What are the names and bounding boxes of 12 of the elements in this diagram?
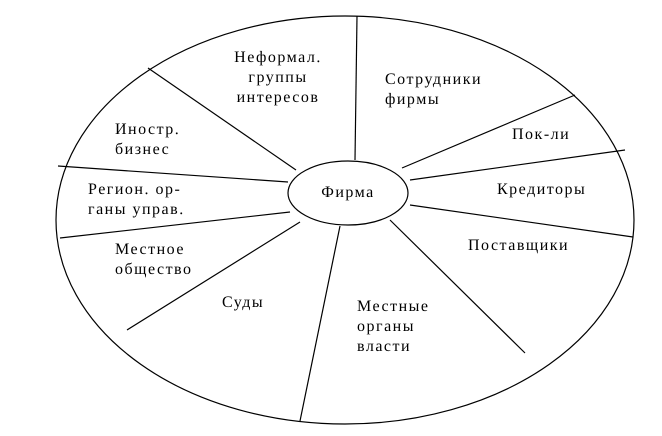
sector-label: Кредиторы	[497, 180, 617, 200]
sector-label: Поставщики	[468, 236, 608, 256]
sector-label: Неформал. группы интересов	[218, 48, 338, 108]
sector-label: Пок-ли	[512, 125, 592, 145]
sector-label: Суды	[222, 293, 282, 313]
sector-label: Регион. ор- ганы управ.	[88, 180, 206, 220]
sector-label: Сотрудники фирмы	[385, 70, 495, 110]
sector-label: Иностр. бизнес	[115, 120, 215, 160]
sector-label: Местные органы власти	[357, 297, 467, 357]
center-label: Фирма	[320, 183, 376, 203]
sector-label: Местное общество	[115, 240, 225, 280]
center-ellipse	[287, 160, 409, 226]
